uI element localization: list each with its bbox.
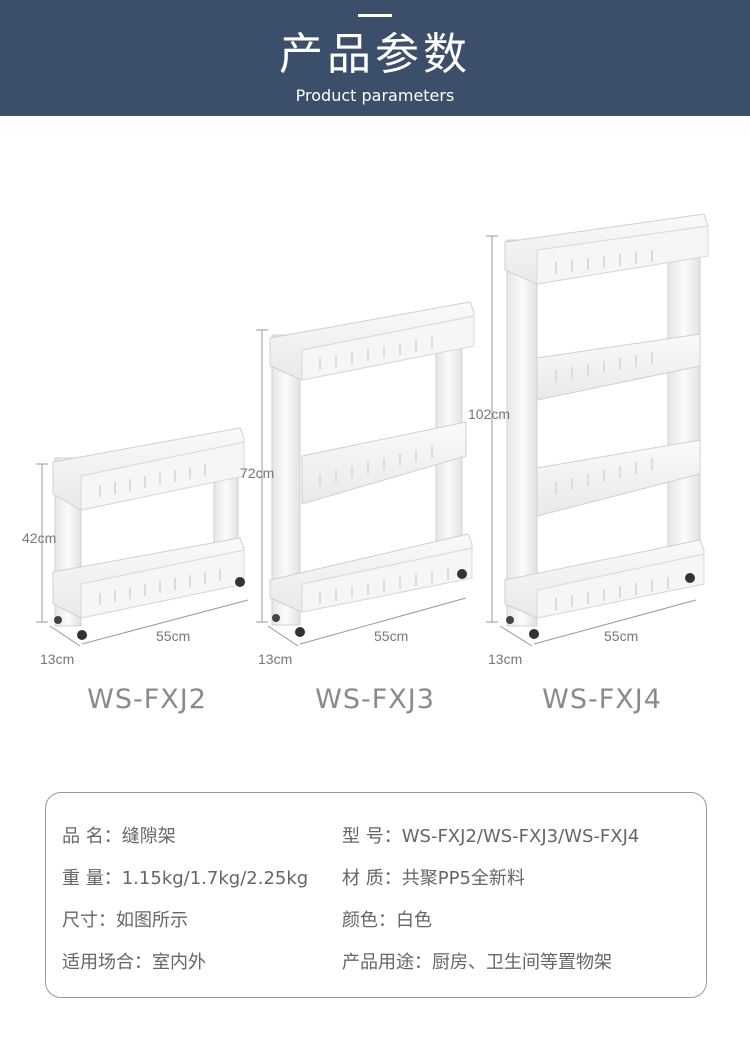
param-name-value: 缝隙架 [121,826,176,847]
param-color-label: 颜色： [342,910,396,931]
param-material-label: 材 质： [342,868,402,889]
dim-depth-fxj3: 13cm [258,651,292,667]
param-color: 颜色：白色 [342,909,432,933]
param-size-value: 如图所示 [116,910,188,931]
param-usage-value: 厨房、卫生间等置物架 [432,952,612,973]
rack-ws-fxj3 [269,301,475,637]
param-usage-label: 产品用途： [342,952,432,973]
product-dimension-figure: 42cm 55cm 13cm 72cm 55cm 13cm 102cm 55cm… [22,213,709,667]
dim-length-fxj4: 55cm [604,628,638,644]
param-venue-value: 室内外 [152,952,206,973]
dim-depth-fxj4: 13cm [488,651,522,667]
param-material-value: 共聚PP5全新料 [401,868,525,889]
param-usage: 产品用途：厨房、卫生间等置物架 [342,951,612,975]
parameters-box: 品 名：缝隙架 型 号：WS-FXJ2/WS-FXJ3/WS-FXJ4 重 量：… [45,792,707,998]
param-weight-value: 1.15kg/1.7kg/2.25kg [121,868,309,889]
param-material: 材 质：共聚PP5全新料 [342,867,525,891]
dim-depth-fxj2: 13cm [40,651,74,667]
param-name: 品 名：缝隙架 [62,825,176,849]
rack-ws-fxj4 [504,213,709,639]
dim-length-fxj3: 55cm [374,628,408,644]
model-label-fxj2: WS-FXJ2 [87,684,207,715]
param-size: 尺寸：如图所示 [62,909,188,933]
dim-height-fxj2: 42cm [22,530,56,546]
param-venue-label: 适用场合： [62,952,152,973]
title-accent-bar [358,14,392,17]
dim-length-fxj2: 55cm [156,628,190,644]
param-weight: 重 量：1.15kg/1.7kg/2.25kg [62,867,308,891]
dim-height-fxj3: 72cm [240,465,274,481]
param-model: 型 号：WS-FXJ2/WS-FXJ3/WS-FXJ4 [342,825,639,849]
header-banner: 产品参数 Product parameters [0,0,750,116]
rack-ws-fxj2 [52,427,245,640]
param-model-label: 型 号： [342,826,402,847]
param-model-value: WS-FXJ2/WS-FXJ3/WS-FXJ4 [401,826,640,847]
model-label-fxj3: WS-FXJ3 [315,684,435,715]
page-subtitle: Product parameters [295,86,455,105]
page-title: 产品参数 [279,29,471,80]
param-size-label: 尺寸： [62,910,116,931]
dimension-lines [36,235,697,647]
param-name-label: 品 名： [62,826,122,847]
param-venue: 适用场合：室内外 [62,951,206,975]
param-color-value: 白色 [396,910,432,931]
model-label-fxj4: WS-FXJ4 [542,684,662,715]
dim-height-fxj4: 102cm [468,406,510,422]
param-weight-label: 重 量： [62,868,122,889]
